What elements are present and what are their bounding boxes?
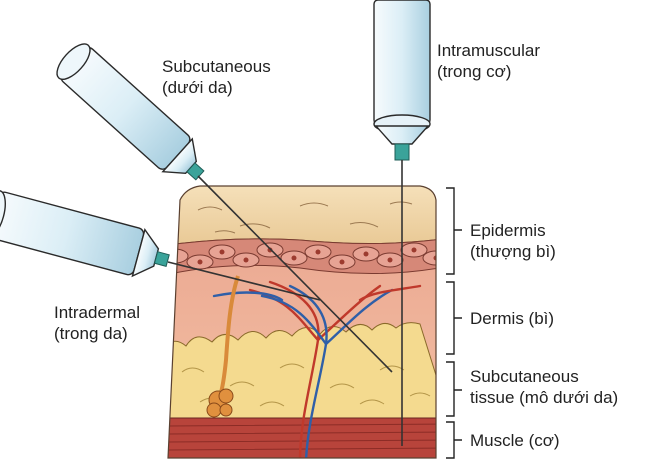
epidermis-bracket [446, 188, 462, 274]
dermis-label-line1: Dermis (bì) [470, 308, 554, 329]
intradermal-injection-label-line1: Intradermal [54, 302, 140, 323]
intradermal-injection-label-line2: (trong da) [54, 323, 140, 344]
subcutaneous-bracket [446, 362, 462, 416]
subcutaneous-injection-label-line2: (dưới da) [162, 77, 271, 98]
epidermis-label-line1: Epidermis [470, 220, 556, 241]
subcutaneous-tissue-label-line1: Subcutaneous [470, 366, 618, 387]
epidermis-label-line2: (thượng bì) [470, 241, 556, 262]
intramuscular-injection-label: Intramuscular (trong cơ) [437, 40, 540, 82]
dermis-label: Dermis (bì) [470, 308, 554, 329]
subcutaneous-injection-label-line1: Subcutaneous [162, 56, 271, 77]
skin-block [160, 180, 450, 462]
subcutaneous-tissue-label-line2: tissue (mô dưới da) [470, 387, 618, 408]
muscle-bracket [446, 422, 462, 458]
intramuscular-injection-label-line1: Intramuscular [437, 40, 540, 61]
layer-brackets [446, 188, 462, 458]
intramuscular-injection-label-line2: (trong cơ) [437, 61, 540, 82]
muscle-label: Muscle (cơ) [470, 430, 560, 451]
intradermal-injection-label: Intradermal (trong da) [54, 302, 140, 344]
muscle-label-line1: Muscle (cơ) [470, 430, 560, 451]
subcutaneous-injection-label: Subcutaneous (dưới da) [162, 56, 271, 98]
epidermis-top [160, 180, 450, 246]
subcutaneous-tissue-label: Subcutaneous tissue (mô dưới da) [470, 366, 618, 408]
epidermis-label: Epidermis (thượng bì) [470, 220, 556, 262]
dermis-bracket [446, 282, 462, 354]
